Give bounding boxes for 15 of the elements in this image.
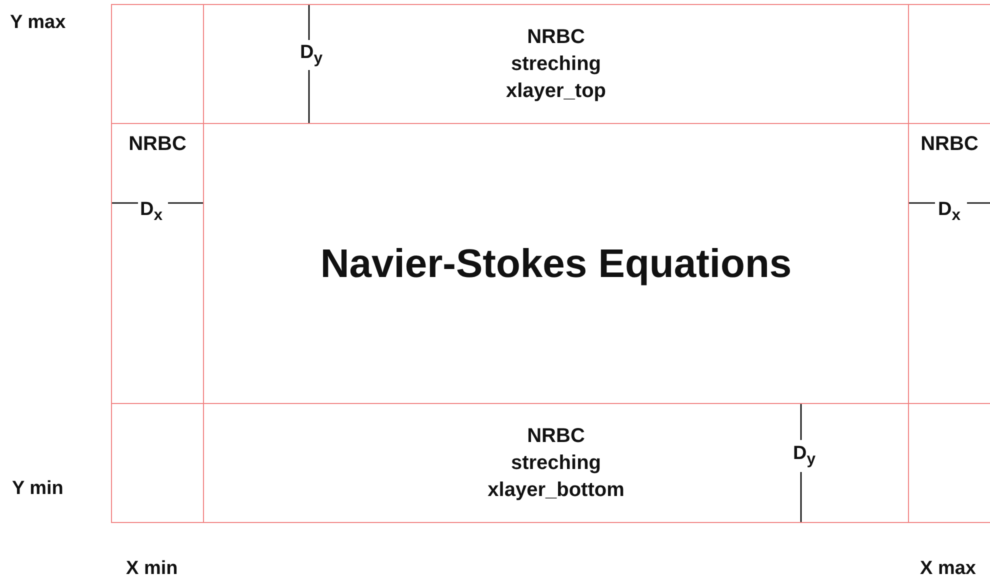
dimension-label: D$_{x}$ bbox=[140, 199, 163, 225]
dimension-label: D$_{y}$ bbox=[793, 443, 816, 469]
region-label: NRBC streching xlayer_bottom bbox=[486, 424, 626, 502]
axis-bound-label: X max bbox=[920, 558, 976, 580]
region-label: NRBC streching xlayer_top bbox=[504, 24, 608, 104]
equation-title: Navier-Stokes Equations bbox=[320, 240, 792, 288]
region-label: NRBC bbox=[128, 132, 186, 157]
dimension-label: D$_{y}$ bbox=[300, 42, 323, 68]
axis-bound-label: Y max bbox=[10, 12, 66, 34]
corner-region bbox=[111, 4, 204, 124]
axis-bound-label: Y min bbox=[12, 478, 64, 500]
region-label: NRBC bbox=[920, 132, 978, 157]
dimension-label: D$_{x}$ bbox=[938, 199, 961, 225]
axis-bound-label: X min bbox=[126, 558, 178, 580]
corner-region bbox=[111, 403, 204, 523]
